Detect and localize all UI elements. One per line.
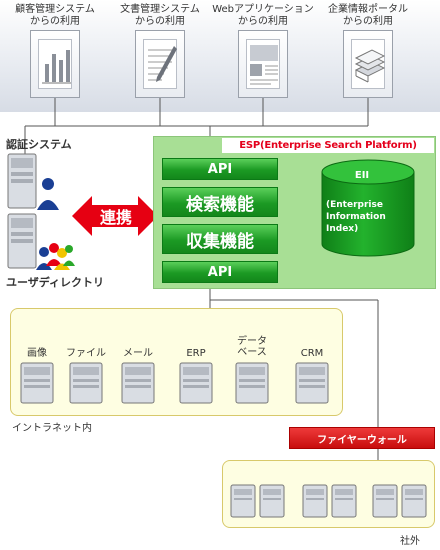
mail-server — [121, 362, 155, 404]
server-icon — [295, 362, 329, 404]
app-label-web-application: Webアプリケーションからの利用 — [212, 4, 314, 27]
web-application-document — [238, 30, 288, 98]
file-server — [69, 362, 103, 404]
external-panel — [222, 460, 435, 528]
server-with-user-group-icon — [7, 213, 75, 270]
pen-document-icon — [148, 46, 177, 82]
document-management-document — [135, 30, 185, 98]
server-icon — [235, 362, 269, 404]
source-label-file: ファイル — [66, 348, 106, 359]
auth-system-label: 認証システム — [6, 138, 72, 151]
eii-description: (Enterprise Information Index) — [326, 200, 386, 234]
app-label-portal: 企業情報ポータルからの利用 — [328, 4, 408, 27]
server-with-user-icon — [7, 153, 59, 210]
source-label-image: 画像 — [27, 348, 47, 359]
server-pair-icon — [302, 484, 357, 518]
firewall-bar: ファイヤーウォール — [289, 427, 435, 449]
server-icon — [69, 362, 103, 404]
database-server — [235, 362, 269, 404]
portal-document — [343, 30, 393, 98]
eii-database-cylinder-icon — [321, 159, 415, 257]
web-page-icon — [250, 45, 278, 85]
user-directory-label: ユーザディレクトリ — [6, 276, 105, 289]
external-server-pair-1 — [230, 483, 286, 519]
api-bottom-bar: API — [162, 261, 278, 283]
bar-chart-document-icon — [42, 50, 71, 84]
server-icon — [121, 362, 155, 404]
server-pair-icon — [372, 484, 427, 518]
collect-function-bar: 収集機能 — [162, 224, 278, 254]
external-server-pair-3 — [372, 483, 428, 519]
app-label-crm: 顧客管理システムからの利用 — [15, 4, 95, 27]
esp-title: ESP(Enterprise Search Platform) — [222, 138, 434, 153]
server-pair-icon — [230, 484, 285, 518]
server-icon — [20, 362, 54, 404]
api-top-bar: API — [162, 158, 278, 180]
bidirectional-arrow-icon — [72, 196, 158, 236]
source-label-crm: CRM — [300, 348, 324, 359]
eii-title: EII — [354, 170, 370, 181]
directory-server — [6, 212, 76, 274]
source-label-database: データベース — [237, 336, 267, 358]
app-label-document-management: 文書管理システムからの利用 — [120, 4, 200, 27]
source-label-erp: ERP — [186, 348, 206, 359]
erp-server — [179, 362, 213, 404]
intranet-panel — [10, 308, 343, 416]
image-server — [20, 362, 54, 404]
source-label-mail: メール — [123, 348, 153, 359]
search-function-bar: 検索機能 — [162, 187, 278, 217]
external-server-pair-2 — [302, 483, 358, 519]
stacked-documents-icon — [354, 49, 386, 83]
crm-document — [30, 30, 80, 98]
auth-server — [6, 152, 64, 214]
external-label: 社外 — [400, 536, 420, 547]
server-icon — [179, 362, 213, 404]
crm-server — [295, 362, 329, 404]
intranet-label: イントラネット内 — [12, 423, 92, 434]
link-label: 連携 — [99, 208, 132, 227]
